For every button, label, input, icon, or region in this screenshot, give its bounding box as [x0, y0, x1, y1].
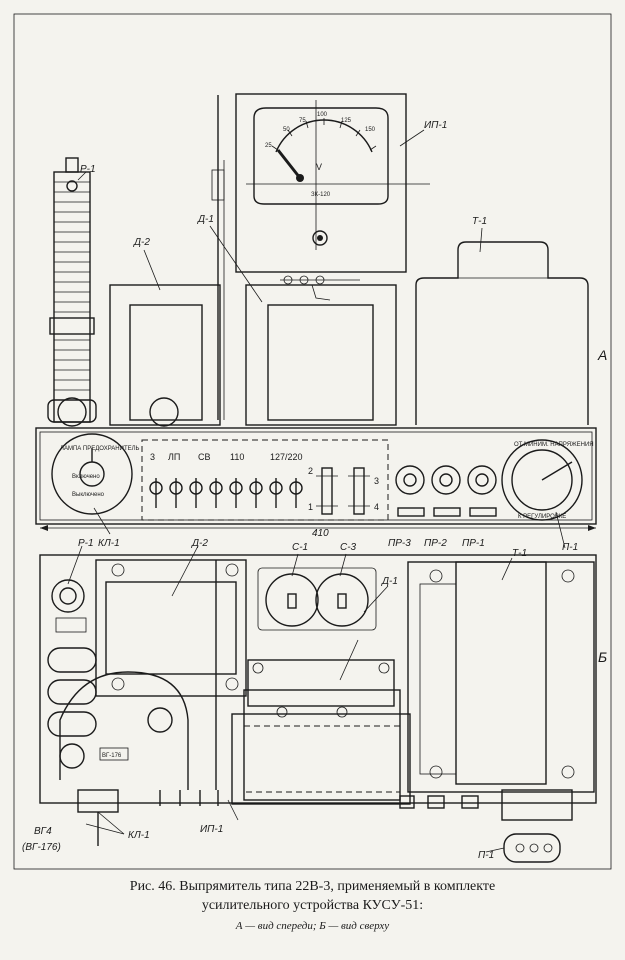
label-d1-top: Д-1 [197, 214, 214, 225]
meter-unit: V [316, 162, 322, 172]
label-pr1: ПР-1 [462, 538, 485, 549]
meter-tick-25: 25 [265, 143, 272, 149]
choke-d2-front [109, 284, 221, 426]
knob-text: ОТ МИНИМ. НАПРЯЖЕНИЯ [514, 442, 594, 448]
label-ip1-bottom: ИП-1 [200, 824, 223, 835]
choke-d1-front [245, 275, 397, 426]
label-r1-bottom: Р-1 [78, 538, 94, 549]
meter-tick-125: 125 [341, 118, 352, 124]
tap-2: 2 [308, 466, 313, 476]
label-p1-bottom: П-1 [478, 850, 494, 861]
meter-tick-100: 100 [317, 112, 328, 118]
transformer-t1-top [407, 561, 595, 793]
pilot-lamp [51, 433, 133, 515]
terminal-pins [159, 790, 479, 809]
transformer-t1-front [415, 241, 589, 425]
meter-tick-75: 75 [299, 118, 306, 124]
chassis-top [39, 554, 597, 804]
tap-4: 4 [374, 502, 379, 512]
resistor-r1-top [51, 579, 85, 613]
label-kl1-top: КЛ-1 [98, 538, 120, 549]
meter-tick-150: 150 [365, 127, 376, 133]
meter-model: ЗК-120 [311, 192, 331, 198]
caption-line-2: усилительного устройства КУСУ-51: [201, 898, 424, 913]
label-d2-bottom: Д-2 [191, 538, 208, 549]
front-panel: ЛАМПА ПРЕДОХРАНИТЕЛЬ Включено Выключено … [35, 397, 597, 525]
label-vg4: ВГ4 [34, 826, 52, 837]
label-kl1-bottom: КЛ-1 [128, 830, 150, 841]
toggle-switch-row [149, 478, 303, 508]
voltmeter-ip1: 25 50 75 100 125 150 V ЗК-120 [211, 93, 430, 420]
meter-tick-50: 50 [283, 127, 290, 133]
lamp-off-label: Выключено [72, 492, 105, 498]
front-view: 25 50 75 100 125 150 V ЗК-120 [35, 93, 597, 549]
label-view-a: А [597, 347, 607, 363]
label-vg4-alt: (ВГ-176) [22, 842, 61, 853]
switch-no-3: 3 [150, 452, 155, 462]
knob-left [57, 397, 87, 427]
choke-d1-top [243, 659, 401, 801]
switch-vg4 [77, 789, 119, 846]
tap-3: 3 [374, 476, 379, 486]
drawing-frame [13, 13, 612, 870]
switch-no-lp: ЛП [168, 452, 180, 462]
choke-d2-top [95, 559, 247, 790]
switch-no-127-220: 127/220 [270, 452, 303, 462]
lamp-on-label: Включено [72, 474, 100, 480]
top-view: ВГ-176 [39, 545, 597, 863]
dimension-410 [40, 525, 596, 531]
label-t1-bottom: Т-1 [512, 548, 527, 559]
caption-line-3: А — вид спереди; Б — вид сверху [235, 920, 390, 932]
label-ip1-top: ИП-1 [424, 120, 447, 131]
label-r1-top: Р-1 [80, 164, 96, 175]
knob-text-2: К РЕГУЛИРОВКЕ [518, 514, 566, 520]
label-pr2: ПР-2 [424, 538, 447, 549]
knob-p1-top [501, 789, 573, 863]
knob-center [149, 397, 179, 427]
label-t1-top: Т-1 [472, 216, 487, 227]
capacitor-c1-c3 [257, 567, 377, 631]
fuse-holders [395, 465, 497, 517]
regulator-knob [501, 439, 583, 521]
label-pr3: ПР-3 [388, 538, 411, 549]
label-view-b: Б [598, 649, 607, 665]
label-d2-top: Д-2 [133, 237, 150, 248]
voltmeter-ip1-top [231, 706, 411, 805]
chassis-openings [47, 647, 97, 737]
label-p1-top: П-1 [562, 542, 578, 553]
label-c3: С-3 [340, 542, 357, 553]
lamp-label: ЛАМПА ПРЕДОХРАНИТЕЛЬ [60, 446, 140, 452]
switch-no-110: 110 [230, 452, 244, 462]
caption-line-1: Рис. 46. Выпрямитель типа 22В-3, применя… [129, 879, 496, 894]
tag-vg176: ВГ-176 [102, 753, 122, 759]
switch-no-sv: СВ [198, 452, 211, 462]
label-c1: С-1 [292, 542, 308, 553]
label-d1-bottom: Д-1 [381, 576, 398, 587]
resistor-r1 [47, 157, 97, 423]
tap-1: 1 [308, 502, 313, 512]
label-dimension: 410 [312, 528, 329, 539]
